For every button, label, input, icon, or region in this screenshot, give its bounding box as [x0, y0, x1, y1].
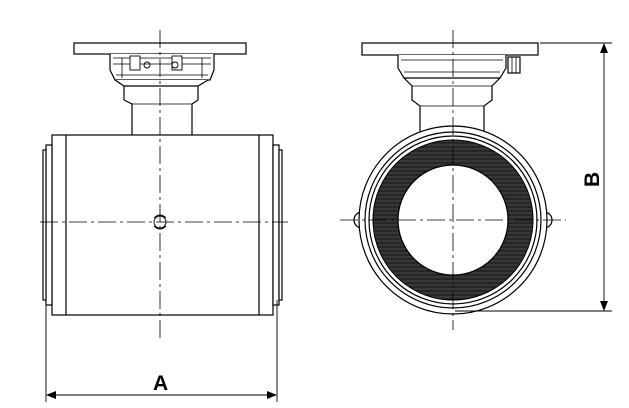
front-view — [42, 42, 283, 316]
front-centerlines — [40, 30, 288, 340]
dimension-b — [455, 42, 612, 312]
dimension-a — [45, 300, 278, 402]
dimension-b-label: B — [581, 172, 604, 187]
side-mount-plate — [361, 42, 539, 56]
front-pipe-body — [51, 134, 274, 316]
dimension-a-label: A — [153, 372, 168, 395]
side-centerlines — [340, 30, 566, 330]
